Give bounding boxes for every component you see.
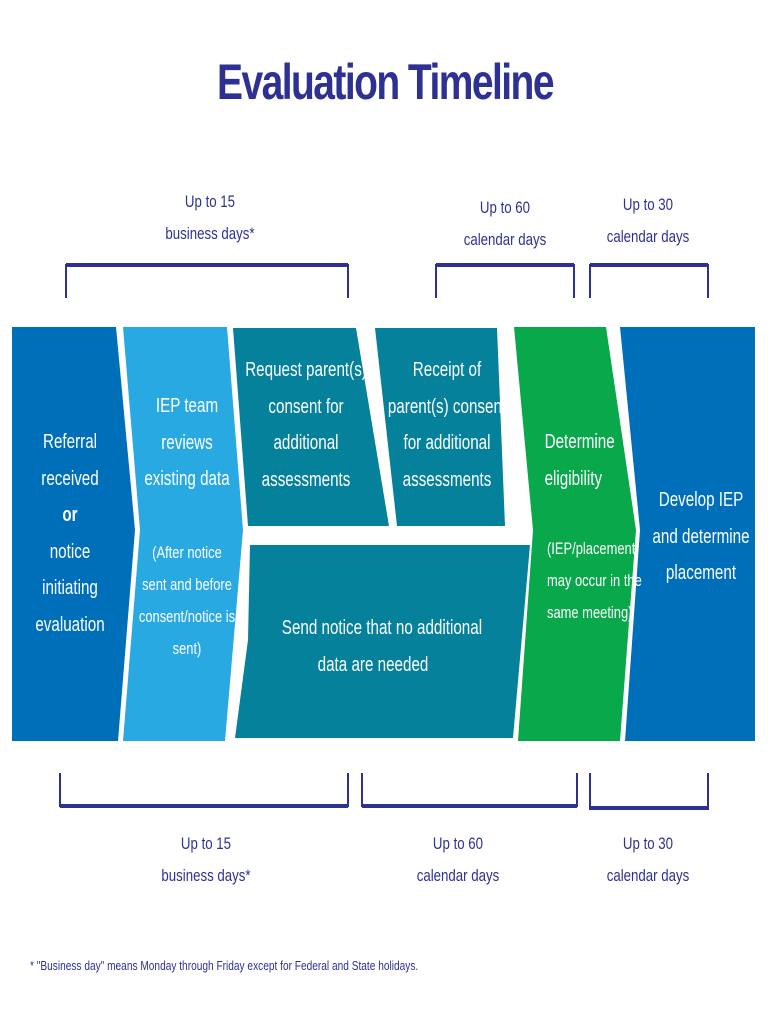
duration-unit: calendar days: [606, 227, 690, 246]
duration-unit: business days*: [161, 866, 251, 885]
step-review-label: IEP team reviews existing data: [144, 395, 230, 490]
bottom-bracket-30-calendar: [589, 773, 709, 810]
duration-unit: calendar days: [463, 230, 547, 249]
step-review-shape: [123, 327, 243, 741]
top-duration-15-business: Up to 15 business days*: [148, 186, 273, 250]
step-referral-label: Referral received or notice initiating e…: [35, 431, 105, 636]
bottom-duration-60-calendar: Up to 60 calendar days: [396, 828, 521, 892]
bottom-bracket-15-business: [59, 773, 349, 807]
step-no-data-notice-shape: [235, 545, 530, 738]
top-duration-60-calendar: Up to 60 calendar days: [443, 192, 568, 256]
duration-amount: Up to 30: [622, 195, 674, 214]
duration-amount: Up to 60: [432, 834, 484, 853]
step-receipt-consent-shape: [375, 328, 505, 526]
step-review-note: (After notice sent and before consent/no…: [138, 543, 236, 658]
duration-amount: Up to 60: [479, 198, 531, 217]
footnote: * "Business day" means Monday through Fr…: [30, 958, 419, 973]
bottom-bracket-15-bar: [60, 804, 348, 808]
top-bracket-60-bar: [436, 263, 574, 267]
duration-amount: Up to 30: [622, 834, 674, 853]
step-eligibility-note: (IEP/placement may occur in the same mee…: [547, 539, 642, 622]
step-develop-shape: [620, 327, 755, 741]
step-referral-shape: [12, 327, 135, 741]
step-eligibility-label: Determine eligibility: [544, 431, 615, 490]
top-bracket-60-calendar: [435, 264, 575, 298]
step-no-data-notice-label: Send notice that no additional data are …: [281, 617, 483, 676]
duration-amount: Up to 15: [184, 192, 236, 211]
bottom-bracket-60-bar: [362, 804, 577, 808]
bottom-bracket-30-bar: [590, 806, 708, 810]
bottom-bracket-60-calendar: [361, 773, 578, 807]
step-request-consent-label: Request parent(s) consent for additional…: [245, 359, 367, 491]
step-request-consent-shape: [233, 328, 389, 526]
bottom-duration-30-calendar: Up to 30 calendar days: [586, 828, 711, 892]
top-duration-30-calendar: Up to 30 calendar days: [586, 189, 711, 253]
page-title: Evaluation Timeline: [217, 54, 554, 110]
top-bracket-30-calendar: [589, 264, 709, 298]
top-bracket-15-bar: [66, 263, 348, 267]
step-receipt-consent-label: Receipt of parent(s) consent for additio…: [387, 359, 507, 491]
duration-unit: business days*: [165, 224, 255, 243]
step-develop-label: Develop IEP and determine placement: [652, 489, 750, 584]
top-bracket-15-business: [65, 264, 349, 298]
duration-unit: calendar days: [606, 866, 690, 885]
top-bracket-30-bar: [590, 263, 708, 267]
bottom-duration-15-business: Up to 15 business days*: [144, 828, 269, 892]
step-eligibility-shape: [514, 327, 636, 741]
duration-unit: calendar days: [416, 866, 500, 885]
duration-amount: Up to 15: [180, 834, 232, 853]
